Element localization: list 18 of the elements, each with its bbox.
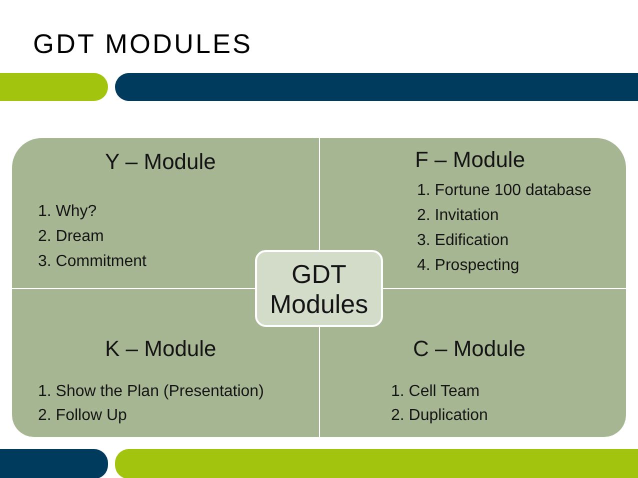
list-item: 2. Follow Up: [38, 406, 127, 426]
module-heading: Y – Module: [105, 150, 216, 174]
list-item: 1. Why?: [38, 202, 97, 222]
center-label: GDT Modules: [268, 258, 370, 318]
list-item: 1. Show the Plan (Presentation): [38, 382, 264, 402]
list-item: 1. Cell Team: [391, 382, 480, 402]
list-item: 1. Fortune 100 database: [417, 181, 592, 201]
list-item: 3. Commitment: [38, 252, 146, 272]
list-item: 2. Duplication: [391, 406, 488, 426]
list-item: 2. Dream: [38, 227, 104, 247]
module-heading: K – Module: [105, 337, 216, 361]
center-box: [255, 250, 383, 327]
module-heading: C – Module: [413, 337, 526, 361]
list-item: 4. Prospecting: [417, 256, 520, 276]
list-item: 3. Edification: [417, 231, 509, 251]
list-item: 2. Invitation: [417, 206, 499, 226]
module-heading: F – Module: [415, 148, 526, 172]
slide-title: GDT MODULES: [33, 29, 253, 59]
